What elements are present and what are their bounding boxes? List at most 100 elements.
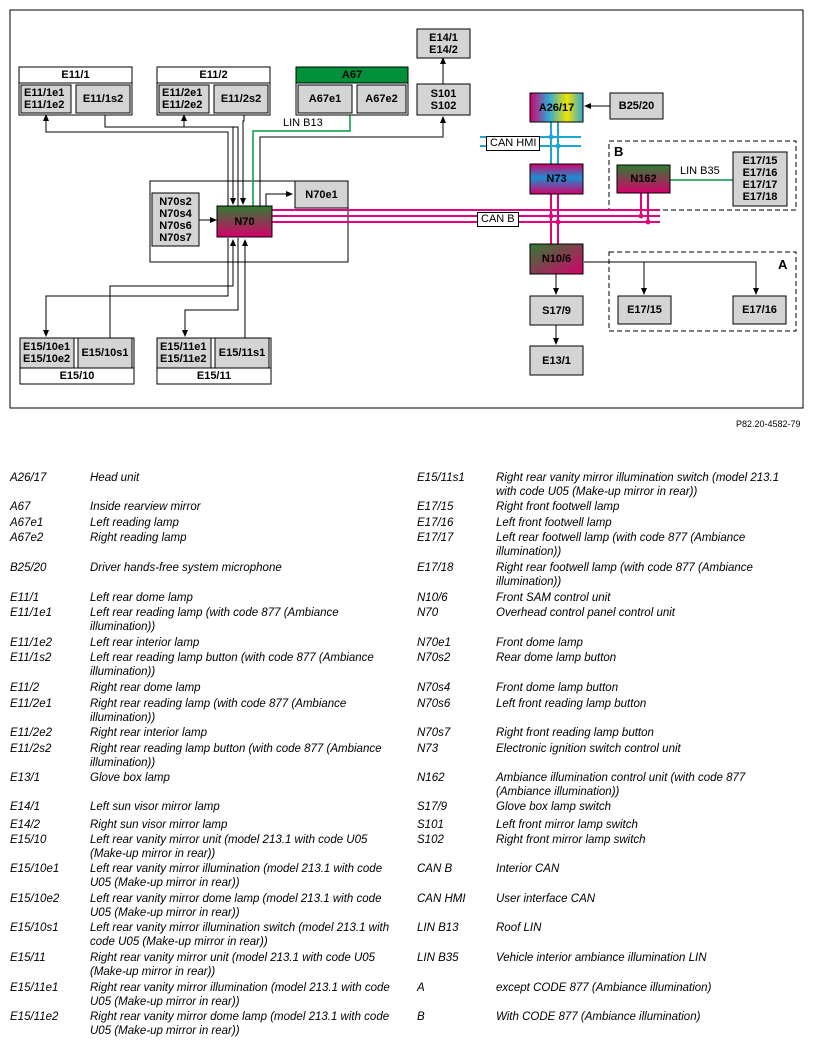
legend-description: Left rear reading lamp (with code 877 (A… — [90, 607, 339, 633]
can-b-label: CAN B — [477, 212, 519, 227]
legend-description: Roof LIN — [496, 922, 542, 934]
a67-label: A67 — [341, 69, 363, 81]
e17-b-label: E17/15 E17/16 E17/17 E17/18 — [742, 155, 778, 203]
a26-17-label: A26/17 — [538, 101, 575, 114]
legend-description: Left rear dome lamp — [90, 592, 193, 604]
e11-1-label: E11/1 — [61, 69, 90, 81]
wiring-diagram: E11/1 E11/1e1 E11/1e2 E11/1s2 E11/2 E11/… — [0, 0, 813, 415]
can-hmi-junctions — [548, 134, 561, 149]
legend-code: E15/11s1 — [417, 472, 465, 484]
legend-code: N70s4 — [417, 682, 451, 694]
legend-code: E15/10e2 — [10, 893, 60, 905]
legend-description: Right front reading lamp button — [496, 727, 654, 739]
legend-description: Left rear reading lamp button (with code… — [90, 652, 374, 678]
legend-code: N10/6 — [417, 592, 448, 604]
n70e1-label: N70e1 — [305, 188, 338, 201]
legend-description: Left front reading lamp button — [496, 698, 647, 710]
legend-code: E11/1e2 — [10, 637, 52, 649]
legend-description: Driver hands-free system microphone — [90, 562, 282, 574]
legend-code: N70s2 — [417, 652, 451, 664]
legend-code: E15/10 — [10, 834, 47, 846]
reference-number: P82.20-4582-79 — [736, 419, 801, 429]
e17-15-label: E17/15 — [627, 304, 662, 316]
legend-code: N70 — [417, 607, 439, 619]
e15-10-label: E15/10 — [59, 370, 95, 382]
legend-description: Inside rearview mirror — [90, 501, 201, 513]
legend-description: Right reading lamp — [90, 532, 187, 544]
legend-code: S17/9 — [417, 801, 448, 813]
legend-code: A67e2 — [10, 532, 44, 544]
legend-code: E14/1 — [10, 801, 41, 813]
legend-description: Right rear vanity mirror dome lamp (mode… — [90, 1011, 390, 1037]
legend-description: Ambiance illumination control unit (with… — [496, 772, 746, 798]
legend-description: Front dome lamp — [496, 637, 583, 649]
legend-description: Right front mirror lamp switch — [496, 834, 646, 846]
e15-11s1-label: E15/11s1 — [218, 347, 266, 359]
legend-code: E13/1 — [10, 772, 41, 784]
legend-code: E17/18 — [417, 562, 454, 574]
legend-code: E17/17 — [417, 532, 454, 544]
legend-description: Left rear vanity mirror illumination swi… — [90, 922, 390, 948]
s17-9-label: S17/9 — [542, 304, 571, 317]
legend-description: Right rear vanity mirror illumination sw… — [496, 472, 780, 498]
legend-code: CAN B — [417, 863, 453, 875]
legend-code: E11/1e1 — [10, 607, 52, 619]
e11-1e-label: E11/1e1 E11/1e2 — [24, 87, 65, 111]
legend-description: Head unit — [90, 472, 140, 484]
lin-b13-label: LIN B13 — [283, 117, 323, 129]
region-b-label: B — [614, 144, 624, 159]
legend-description: With CODE 877 (Ambiance illumination) — [496, 1011, 701, 1023]
legend-code: E11/2e2 — [10, 727, 52, 739]
legend-description: Right rear vanity mirror illumination (m… — [90, 982, 390, 1008]
e15-11-label: E15/11 — [196, 370, 232, 382]
e17-16-label: E17/16 — [742, 304, 777, 316]
signal-lines — [43, 57, 759, 345]
legend-code: E15/11e1 — [10, 982, 59, 994]
n162-label: N162 — [630, 173, 657, 185]
n10-6-label: N10/6 — [541, 253, 572, 265]
legend-description: Left front mirror lamp switch — [496, 819, 638, 831]
legend-code: S102 — [417, 834, 444, 846]
legend-code: A67 — [10, 501, 31, 513]
legend-code: E17/15 — [417, 501, 454, 513]
legend-code: A26/17 — [10, 472, 47, 484]
diagram-frame — [9, 9, 804, 409]
legend-description: Left rear footwell lamp (with code 877 (… — [496, 532, 746, 558]
e11-2-label: E11/2 — [199, 69, 228, 81]
legend-description: except CODE 877 (Ambiance illumination) — [496, 982, 712, 994]
legend-description: Glove box lamp switch — [496, 801, 612, 813]
lin-b35-label: LIN B35 — [680, 165, 720, 177]
n70-label: N70 — [234, 215, 255, 228]
legend-description: Vehicle interior ambiance illumination L… — [496, 952, 707, 964]
legend-code: E14/2 — [10, 819, 41, 831]
can-b-junctions — [548, 213, 651, 225]
legend-description: Rear dome lamp button — [496, 652, 617, 664]
legend-code: E15/11e2 — [10, 1011, 59, 1023]
region-a — [608, 251, 797, 332]
can-hmi-label: CAN HMI — [486, 136, 541, 151]
b25-20-label: B25/20 — [618, 100, 655, 112]
legend-code: N70s6 — [417, 698, 451, 710]
e11-2s2-label: E11/2s2 — [220, 93, 262, 105]
legend-code: N70s7 — [417, 727, 451, 739]
legend-description: User interface CAN — [496, 893, 596, 905]
a67e2-label: A67e2 — [365, 93, 398, 105]
lin-b13-line — [252, 115, 351, 206]
legend-description: Right rear interior lamp — [90, 727, 207, 739]
legend-code: N70e1 — [417, 637, 451, 649]
e13-1-label: E13/1 — [542, 354, 571, 367]
legend-description: Overhead control panel control unit — [496, 607, 675, 619]
legend-description: Left reading lamp — [90, 517, 179, 529]
legend-code: N73 — [417, 743, 439, 755]
e15-10e-label: E15/10e1 E15/10e2 — [23, 341, 71, 365]
legend-description: Electronic ignition switch control unit — [496, 743, 681, 755]
diagram-graphics — [9, 9, 804, 409]
can-b-bus — [272, 193, 660, 244]
legend-description: Front SAM control unit — [496, 592, 611, 604]
legend-description: Right rear vanity mirror unit (model 213… — [90, 952, 376, 978]
legend-description: Left front footwell lamp — [496, 517, 612, 529]
e11-2e-label: E11/2e1 E11/2e2 — [162, 87, 203, 111]
region-a-label: A — [778, 257, 788, 272]
legend-description: Right front footwell lamp — [496, 501, 620, 513]
legend-description: Left rear vanity mirror illumination (mo… — [90, 863, 383, 889]
